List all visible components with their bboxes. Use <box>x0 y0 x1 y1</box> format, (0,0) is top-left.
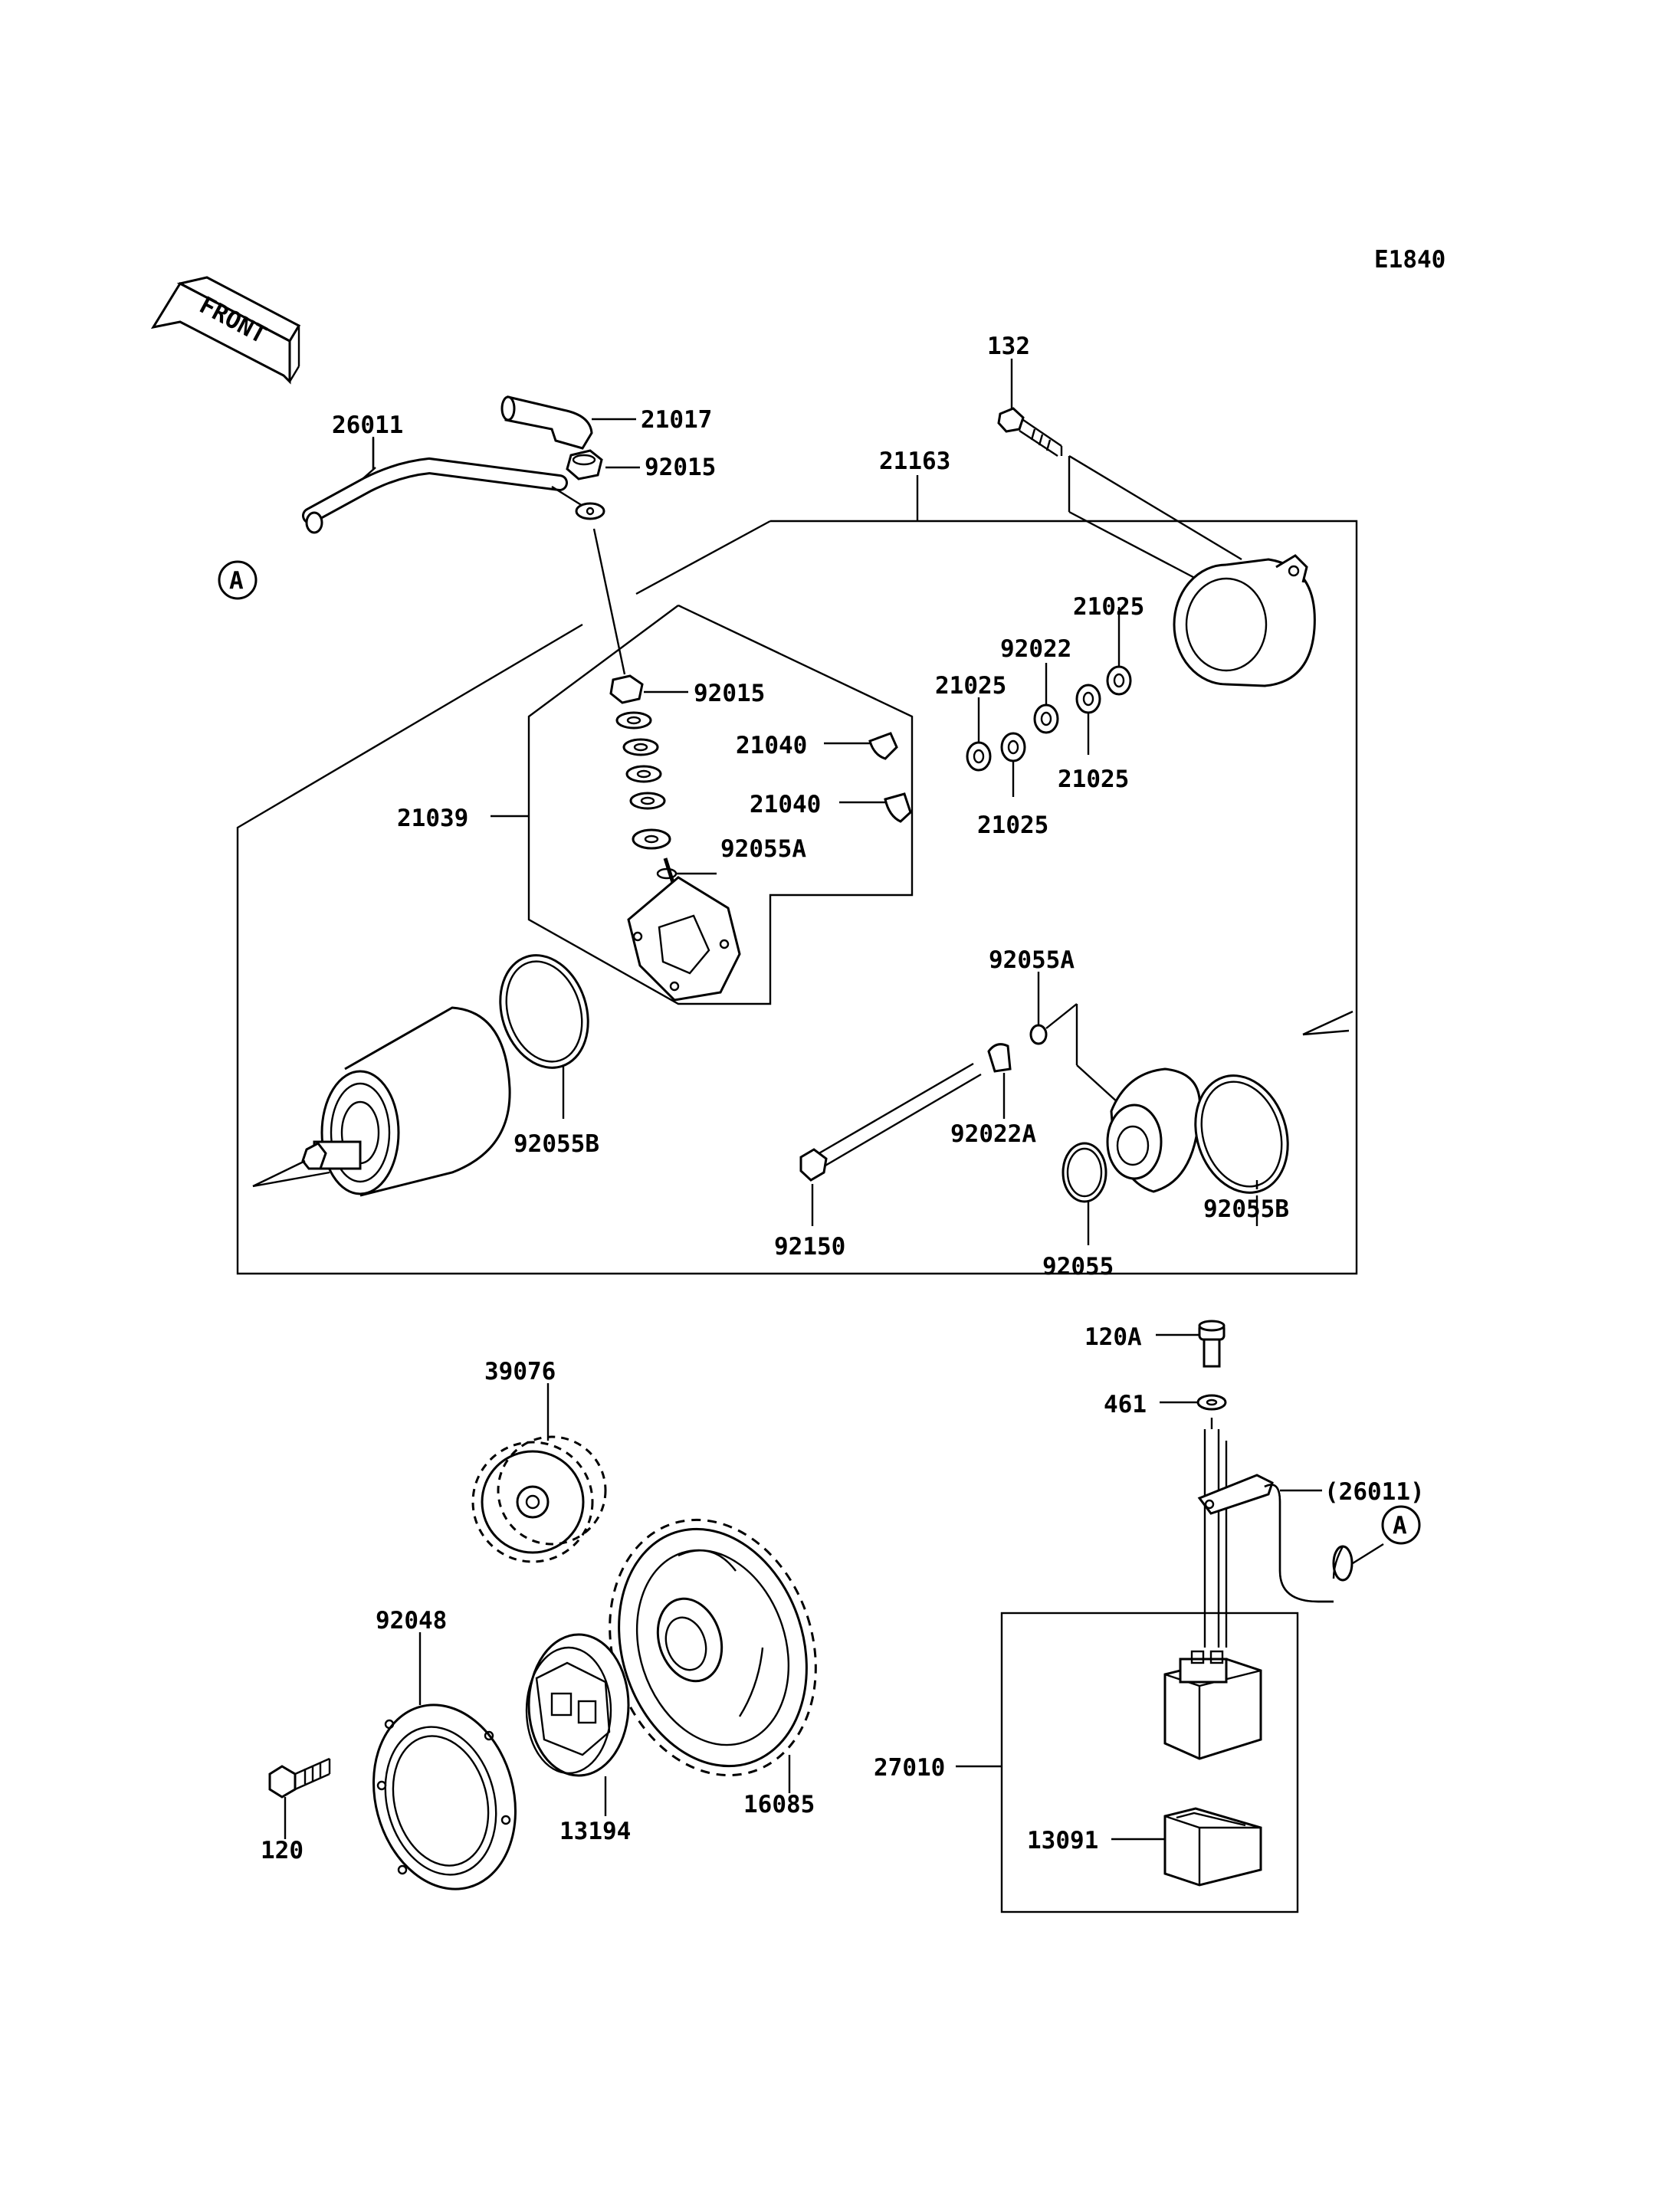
callout-21040-b: 21040 <box>750 791 821 818</box>
brush-holder-outline <box>491 604 914 1005</box>
callout-39076: 39076 <box>484 1358 556 1385</box>
callout-120: 120 <box>261 1837 304 1864</box>
svg-text:A: A <box>1393 1512 1407 1540</box>
callout-27010: 27010 <box>874 1754 945 1782</box>
callout-92048: 92048 <box>376 1607 447 1635</box>
bolt-part-120 <box>268 1757 331 1839</box>
idle-gear-part <box>471 1383 607 1563</box>
clutch-housing-part <box>372 1632 517 1890</box>
callout-21163: 21163 <box>879 448 950 475</box>
starter-yoke-part <box>252 1006 511 1197</box>
callout-461: 461 <box>1104 1391 1147 1418</box>
one-way-clutch-part <box>525 1633 630 1816</box>
ref-marker-a-right: A <box>1381 1505 1421 1545</box>
nut-part-top <box>566 449 640 480</box>
callout-13194: 13194 <box>559 1818 631 1845</box>
callout-92055b-a: 92055B <box>514 1130 599 1158</box>
fuse-part <box>1111 1807 1262 1887</box>
bolt-part-132 <box>997 359 1242 584</box>
through-bolt-part <box>799 972 1120 1226</box>
callout-21017: 21017 <box>641 406 712 434</box>
callout-120a: 120A <box>1084 1323 1142 1351</box>
o-ring-small-part <box>1061 1142 1107 1245</box>
end-cover-part <box>1173 554 1316 687</box>
relay-bolt-part <box>1156 1320 1227 1411</box>
starter-driven-gear-part <box>609 1518 817 1793</box>
front-arrow-icon: FRONT <box>150 276 301 385</box>
relay-lead-part <box>1197 1418 1384 1648</box>
callout-92150: 92150 <box>774 1233 845 1261</box>
callout-21039: 21039 <box>397 805 468 832</box>
o-ring-left-part <box>499 954 589 1119</box>
callout-13091: 13091 <box>1027 1827 1098 1854</box>
callout-92015-mid: 92015 <box>694 680 765 707</box>
callout-92055a-a: 92055A <box>720 835 806 863</box>
callout-21025-d: 21025 <box>977 812 1048 839</box>
callout-132: 132 <box>987 333 1030 360</box>
washer-group <box>966 607 1132 797</box>
diagram-id: E1840 <box>1374 246 1445 274</box>
callout-26011: 26011 <box>332 412 403 439</box>
callout-16085: 16085 <box>743 1791 815 1818</box>
callout-26011-ref: (26011) <box>1324 1478 1425 1506</box>
starter-cable-part <box>302 437 605 534</box>
callout-labels: 26011 21017 92015 21163 132 21025 92022 … <box>261 333 1425 1864</box>
brush-part-b <box>839 792 912 823</box>
callout-92055b-b: 92055B <box>1203 1195 1289 1223</box>
terminal-stack-part <box>592 528 717 880</box>
callout-21025-a: 21025 <box>1073 593 1144 621</box>
starter-relay-assembly-outline <box>956 1612 1299 1913</box>
front-cover-part <box>1106 1010 1354 1193</box>
terminal-cap-part <box>500 395 636 450</box>
callout-92015-top: 92015 <box>645 454 716 481</box>
starter-relay-part <box>1163 1650 1262 1760</box>
o-ring-right-part <box>1194 1074 1289 1226</box>
svg-text:A: A <box>229 567 244 595</box>
callout-92055: 92055 <box>1042 1253 1114 1280</box>
brush-part-a <box>824 732 898 760</box>
callout-21025-c: 21025 <box>1058 766 1129 793</box>
ref-marker-a-left: A <box>218 560 258 600</box>
callout-21025-b: 21025 <box>935 672 1006 700</box>
callout-92022: 92022 <box>1000 635 1071 663</box>
brush-plate-part <box>627 857 741 1002</box>
starter-motor-assembly-outline <box>236 490 1358 1275</box>
callout-92055a-b: 92055A <box>989 946 1075 974</box>
callout-21040-a: 21040 <box>736 732 807 759</box>
callout-92022a: 92022A <box>950 1120 1036 1148</box>
